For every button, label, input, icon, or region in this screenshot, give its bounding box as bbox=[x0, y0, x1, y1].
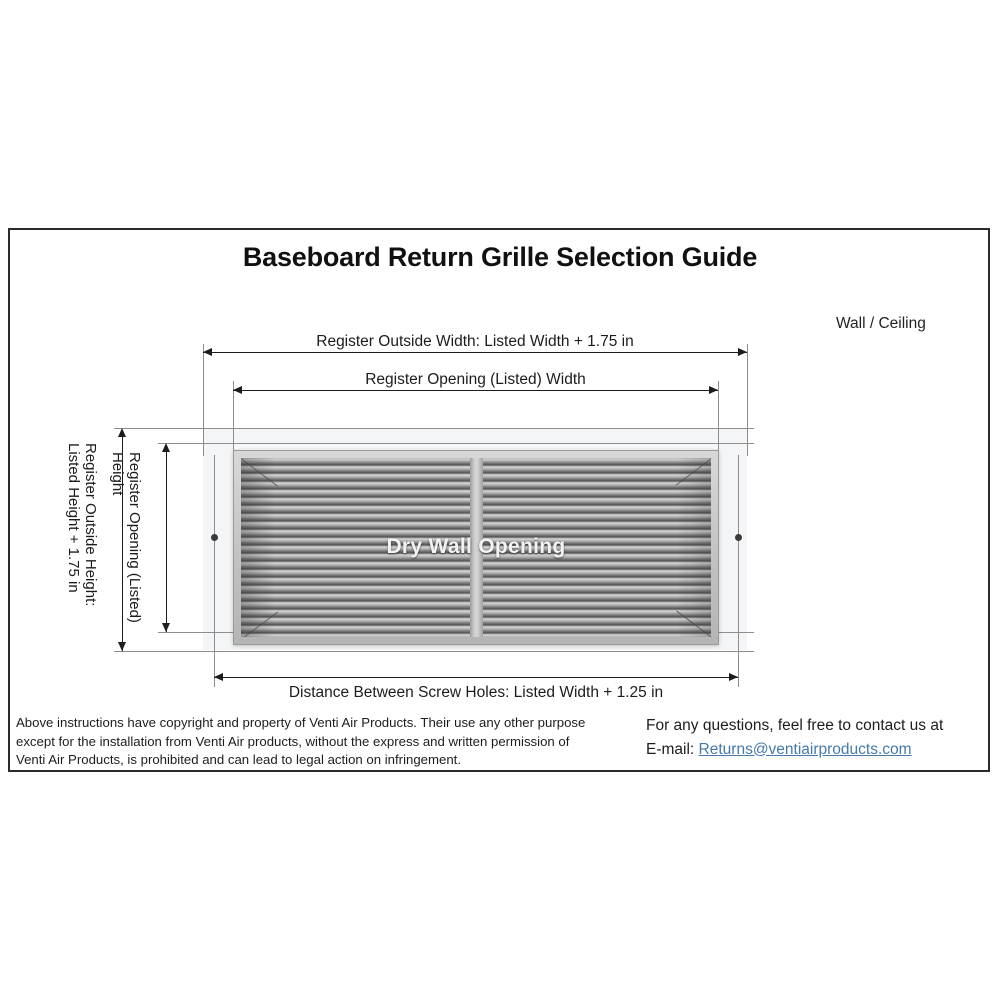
arrow-left-outside-width bbox=[203, 348, 212, 356]
email-label: E-mail: bbox=[646, 740, 699, 758]
ext-line-height-top bbox=[114, 428, 754, 429]
ext-line-opening-height-top bbox=[158, 443, 754, 444]
screw-hole-marker-right bbox=[735, 534, 742, 541]
dim-line-outside-height bbox=[122, 430, 123, 651]
arrow-left-screw-holes bbox=[214, 673, 223, 681]
dim-label-screw-holes: Distance Between Screw Holes: Listed Wid… bbox=[288, 684, 664, 701]
contact-block: For any questions, feel free to contact … bbox=[646, 714, 986, 761]
ext-line-screw-left bbox=[214, 455, 215, 687]
arrow-left-opening-width bbox=[233, 386, 242, 394]
dim-label-register-outside-height: Register Outside Height: Listed Height +… bbox=[64, 443, 99, 607]
ext-line-outer-left bbox=[203, 344, 204, 456]
dim-line-opening-width bbox=[233, 390, 718, 391]
ext-line-outer-right bbox=[747, 344, 748, 456]
ext-line-screw-right bbox=[738, 455, 739, 687]
dim-label-outside-height-line1: Register Outside Height: bbox=[82, 443, 99, 607]
page-title: Baseboard Return Grille Selection Guide bbox=[242, 242, 758, 272]
baseboard-return-grille: Dry Wall Opening bbox=[233, 450, 719, 645]
dim-line-outside-width bbox=[203, 352, 747, 353]
dim-label-opening-height-line2: Height bbox=[109, 452, 127, 496]
email-link[interactable]: Returns@ventiairproducts.com bbox=[698, 740, 912, 758]
ext-line-opening-right bbox=[718, 381, 719, 456]
dim-label-outside-height-line2: Listed Height + 1.75 in bbox=[65, 443, 83, 593]
contact-line: For any questions, feel free to contact … bbox=[646, 717, 944, 734]
wall-ceiling-label: Wall / Ceiling bbox=[836, 315, 926, 332]
dim-label-register-outside-width: Register Outside Width: Listed Width + 1… bbox=[316, 333, 634, 350]
arrow-down-opening-height bbox=[162, 623, 170, 632]
arrow-down-outside-height bbox=[118, 642, 126, 651]
ext-line-opening-left bbox=[233, 381, 234, 456]
arrow-right-screw-holes bbox=[729, 673, 738, 681]
arrow-up-opening-height bbox=[162, 443, 170, 452]
copyright-line-2: except for the installation from Venti A… bbox=[16, 733, 570, 749]
grille-center-divider bbox=[469, 458, 483, 637]
dim-line-opening-height bbox=[166, 445, 167, 632]
arrow-right-opening-width bbox=[709, 386, 718, 394]
email-line: E-mail: Returns@ventiairproducts.com bbox=[646, 738, 986, 762]
ext-line-height-bottom bbox=[114, 651, 754, 652]
dim-label-opening-height-line1: Register Opening (Listed) bbox=[126, 452, 143, 623]
arrow-right-outside-width bbox=[738, 348, 747, 356]
grille-louver-area bbox=[241, 458, 711, 637]
copyright-notice: Above instructions have copyright and pr… bbox=[16, 714, 616, 770]
dim-label-register-opening-height: Register Opening (Listed) Height bbox=[108, 452, 143, 623]
copyright-line-3: Venti Air Products, is prohibited and ca… bbox=[16, 752, 461, 768]
dim-label-register-opening-width: Register Opening (Listed) Width bbox=[365, 371, 586, 388]
copyright-line-1: Above instructions have copyright and pr… bbox=[16, 715, 586, 730]
screw-hole-marker-left bbox=[211, 534, 218, 541]
arrow-up-outside-height bbox=[118, 428, 126, 437]
dim-line-screw-holes bbox=[214, 677, 738, 678]
